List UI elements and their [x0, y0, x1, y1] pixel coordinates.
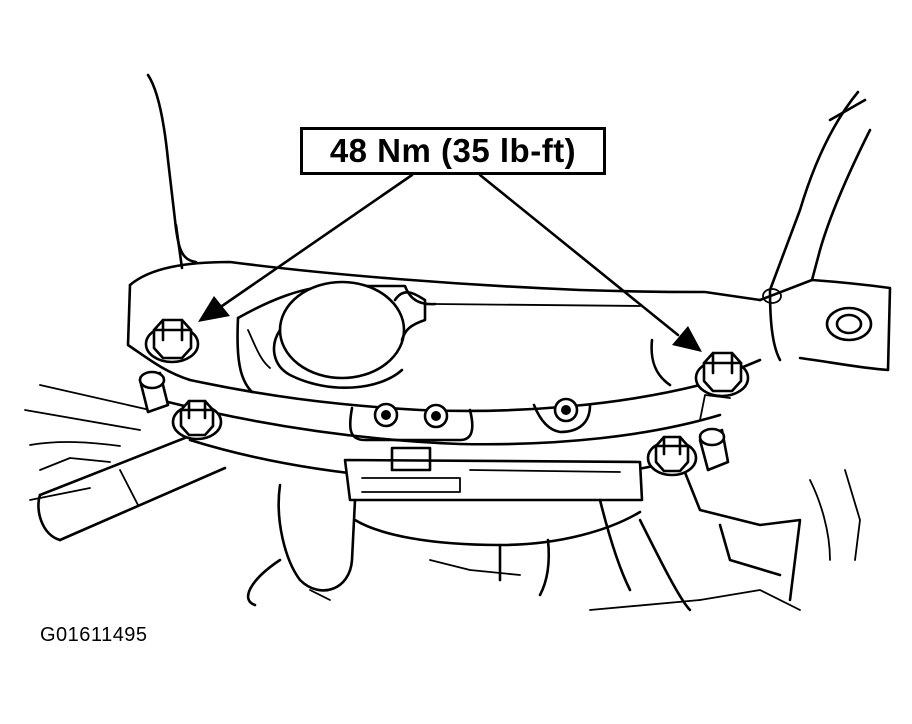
left-bolt-stubs — [138, 370, 170, 414]
bolt-lower-right — [646, 435, 698, 477]
right-mount-frame — [699, 90, 892, 421]
bolt-upper-right — [694, 351, 750, 398]
bolt-lower-left — [171, 399, 223, 441]
bottom-connector — [246, 446, 644, 607]
figure-id-label: G01611495 — [40, 624, 148, 646]
bolt-upper-left — [144, 318, 200, 364]
callout-leaders — [198, 173, 702, 352]
transmission-housing — [126, 260, 762, 484]
leader-arrowhead-right — [672, 326, 702, 352]
torque-spec-label: 48 Nm (35 lb-ft) — [329, 132, 577, 169]
leader-arrowhead-left — [198, 296, 230, 322]
left-crossmember — [37, 430, 227, 542]
center-plate — [348, 397, 592, 442]
torque-callout-box: 48 Nm (35 lb-ft) — [300, 127, 606, 175]
right-bolt-stub — [698, 427, 730, 472]
lower-right-bracket — [589, 458, 861, 612]
left-background-structure — [24, 73, 198, 501]
